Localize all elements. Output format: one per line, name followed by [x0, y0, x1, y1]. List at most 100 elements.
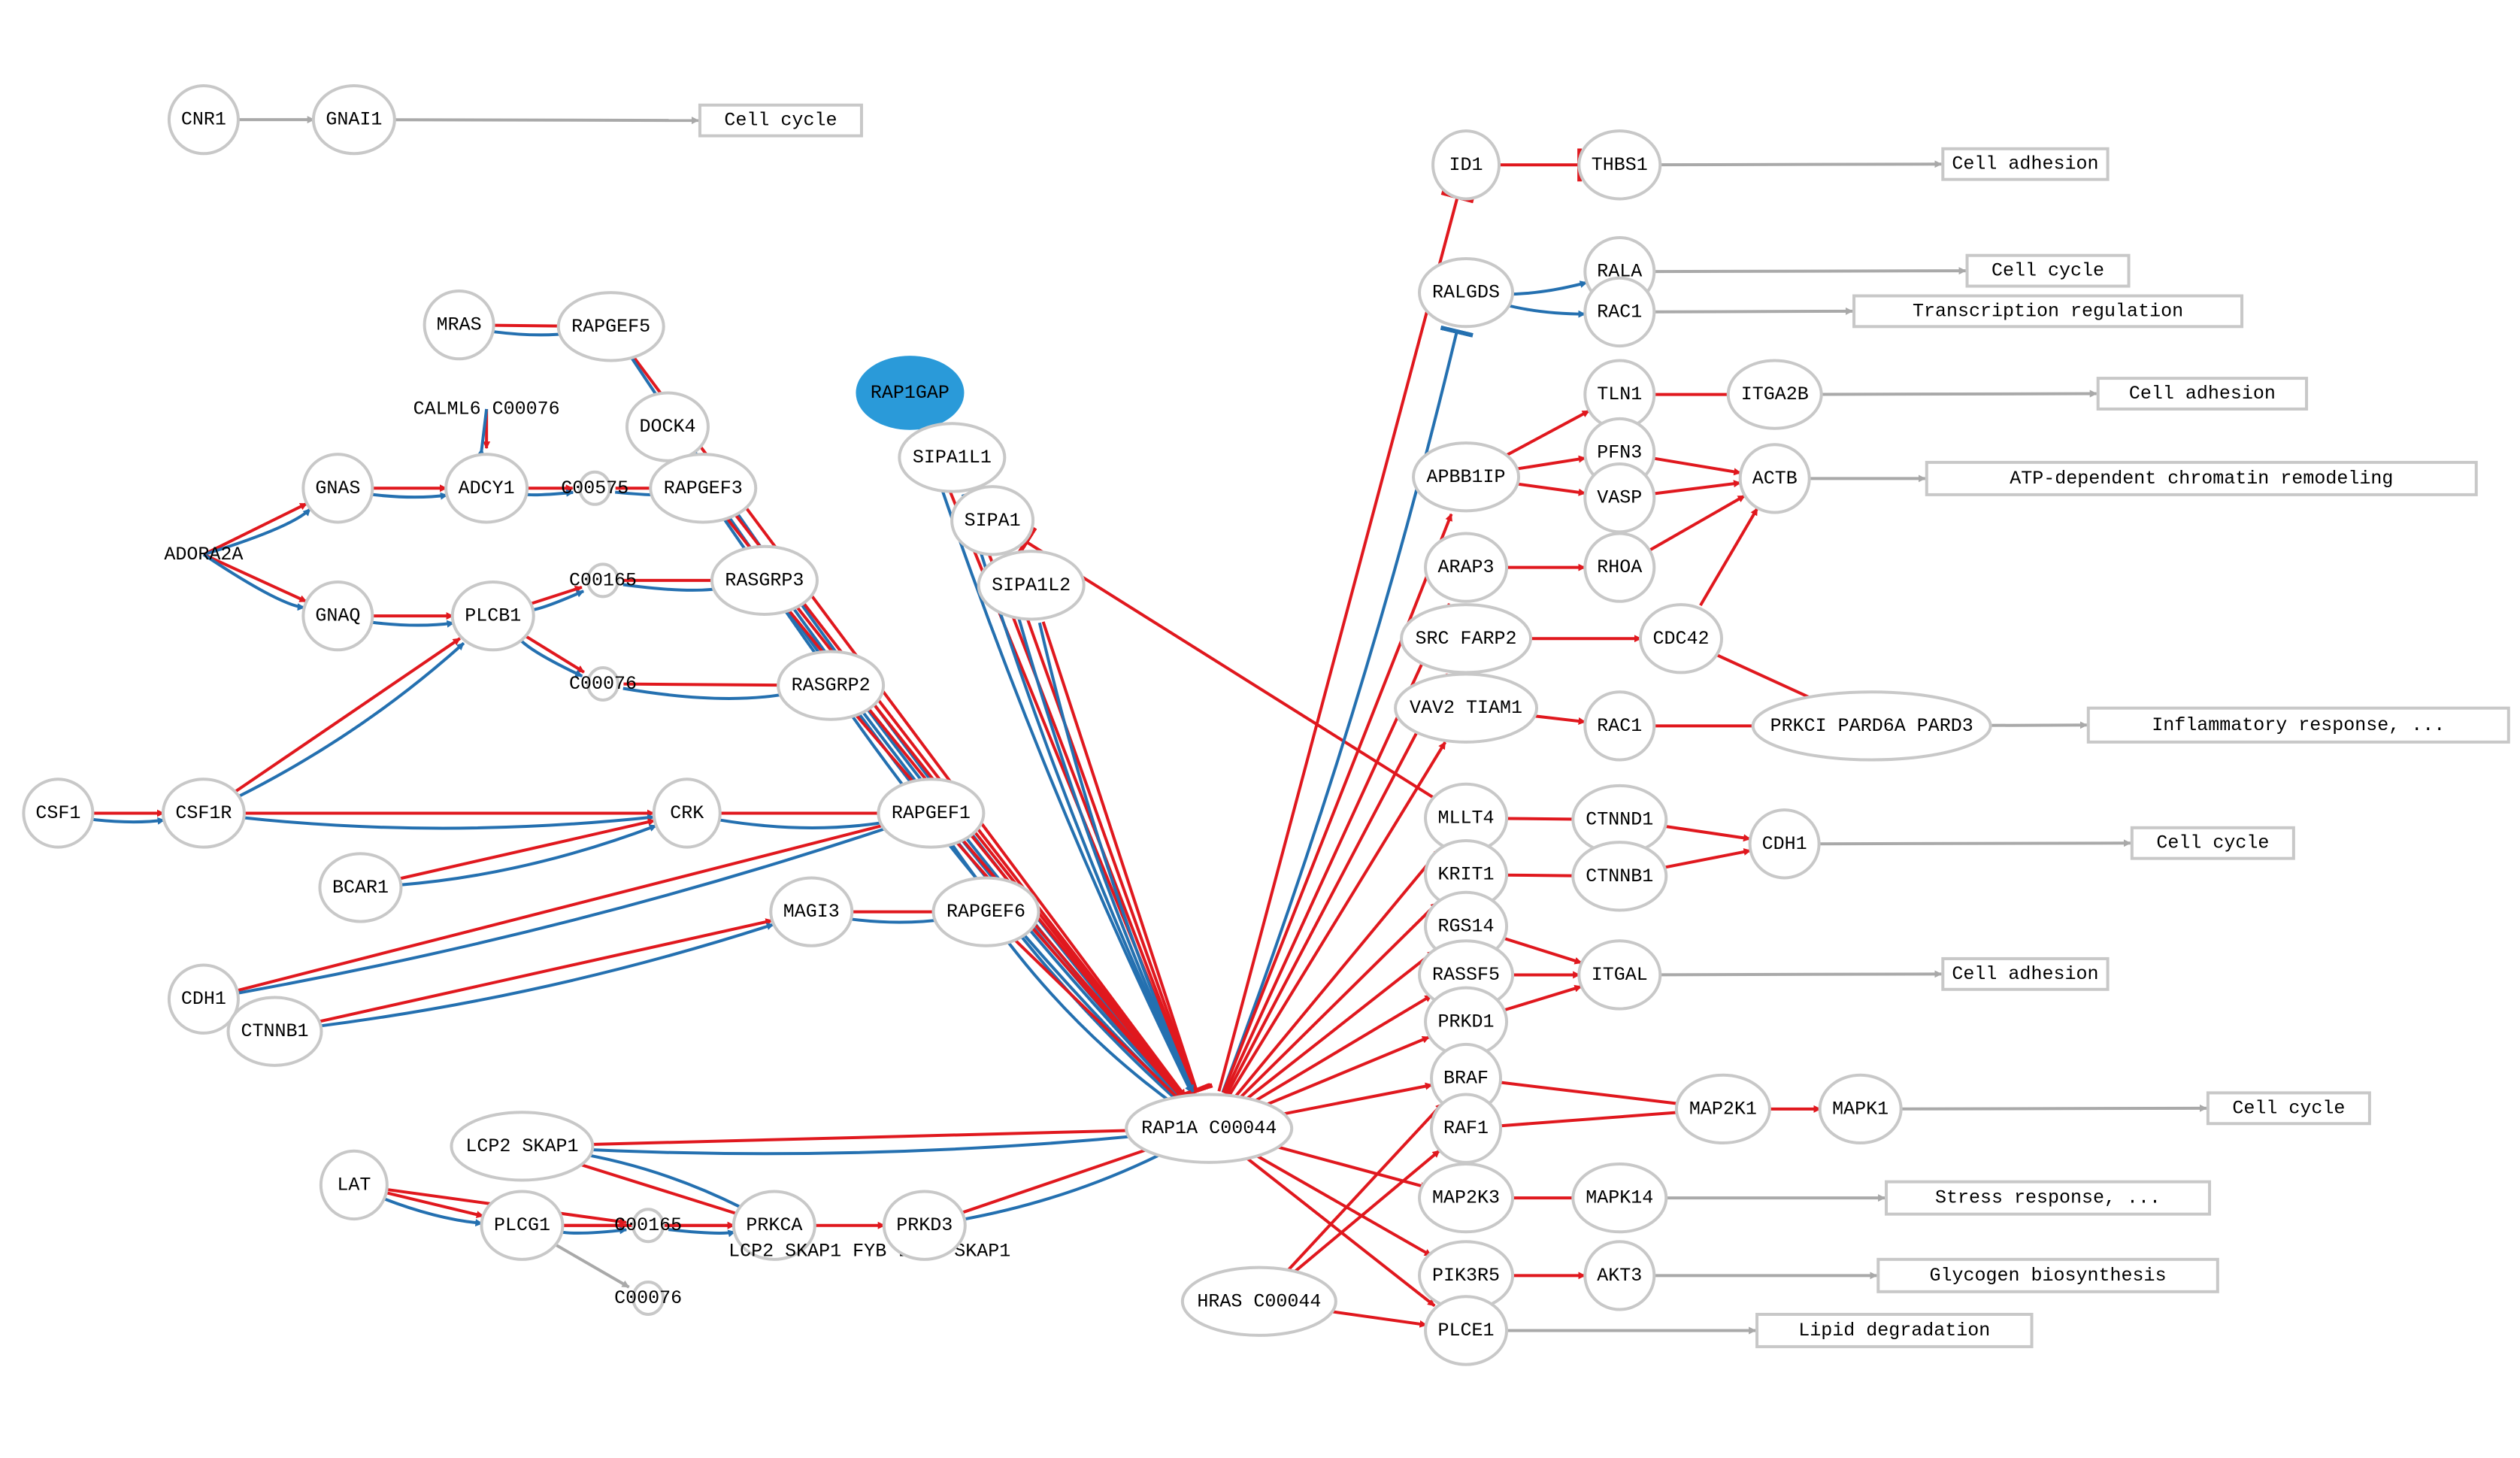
- pathway-node[interactable]: C00575: [561, 470, 628, 506]
- pathway-node[interactable]: CTNND1: [1571, 784, 1668, 856]
- edge-SIPA1-to-RAP1A: [1001, 557, 1194, 1093]
- pathway-node[interactable]: SRC FARP2: [1400, 603, 1533, 674]
- pathway-node[interactable]: CSF1R: [161, 777, 246, 849]
- node-ellipse: [1583, 276, 1656, 348]
- pathway-node[interactable]: CDH1: [167, 963, 240, 1035]
- pathway-node[interactable]: RAP1GAP: [856, 356, 965, 430]
- pathway-node[interactable]: RHOA: [1583, 532, 1656, 603]
- pathway-node[interactable]: RAPGEF1: [877, 777, 986, 849]
- pathway-node[interactable]: ID1: [1431, 129, 1501, 201]
- pathway-node[interactable]: CDH1: [1748, 808, 1821, 880]
- pathway-node[interactable]: ACTB: [1738, 443, 1811, 514]
- pathway-node[interactable]: RALGDS: [1418, 257, 1515, 329]
- node-label: SIPA1: [965, 510, 1021, 532]
- edge-APBB1IP-to-TLN1: [1499, 409, 1590, 460]
- pathway-node[interactable]: AKT3: [1583, 1240, 1656, 1311]
- pathway-node[interactable]: ADORA2A: [164, 544, 243, 565]
- process-box-label: Cell adhesion: [2129, 383, 2276, 405]
- pathway-node[interactable]: MAP2K1: [1674, 1073, 1771, 1145]
- pathway-node[interactable]: TLN1: [1583, 359, 1656, 430]
- pathway-node[interactable]: CDC42: [1639, 603, 1723, 674]
- pathway-node[interactable]: C00076: [614, 1280, 682, 1316]
- edge-LCP2a-to-RAP1A: [560, 1129, 1171, 1156]
- pathway-node[interactable]: RAP1A C00044: [1125, 1093, 1294, 1164]
- node-label: SIPA1L2: [992, 574, 1071, 596]
- pathway-node[interactable]: PLCB1: [450, 580, 535, 652]
- pathway-node[interactable]: THBS1: [1577, 129, 1662, 201]
- pathway-node[interactable]: RASSF5: [1418, 939, 1515, 1011]
- pathway-node[interactable]: SIPA1: [950, 485, 1035, 556]
- pathway-node[interactable]: VASP: [1583, 462, 1656, 534]
- pathway-node[interactable]: BRAF: [1430, 1042, 1503, 1114]
- edge-RAP1A-to-RALGDS: [1221, 325, 1474, 1093]
- pathway-node[interactable]: MLLT4: [1424, 782, 1509, 854]
- pathway-node[interactable]: RASGRP3: [710, 544, 819, 616]
- pathway-node[interactable]: RASGRP2: [777, 650, 886, 721]
- pathway-node[interactable]: PLCE1: [1424, 1295, 1509, 1366]
- pathway-node[interactable]: CSF1: [22, 777, 95, 849]
- pathway-node[interactable]: HRAS C00044: [1180, 1266, 1337, 1337]
- node-label: ARAP3: [1438, 556, 1495, 578]
- pathway-node[interactable]: C00076: [569, 665, 637, 702]
- pathway-node[interactable]: RAC1: [1583, 276, 1656, 348]
- pathway-node[interactable]: LAT: [319, 1149, 389, 1221]
- pathway-node[interactable]: PRKCI PARD6A PARD3: [1751, 690, 1992, 762]
- pathway-node[interactable]: MAGI3: [769, 876, 854, 947]
- pathway-node[interactable]: PRKCA: [731, 1190, 816, 1261]
- pathway-node[interactable]: ITGAL: [1577, 939, 1662, 1011]
- pathway-node[interactable]: KRIT1: [1424, 839, 1509, 911]
- node-ellipse: [318, 852, 403, 923]
- pathway-node[interactable]: MRAS: [423, 289, 495, 361]
- pathway-node[interactable]: CTNNB1: [226, 996, 323, 1067]
- pathway-node[interactable]: GNAI1: [311, 83, 396, 156]
- pathway-node[interactable]: ITGA2B: [1726, 359, 1823, 430]
- pathway-node[interactable]: RAF1: [1430, 1093, 1503, 1164]
- edge-ITGA2B-to-b_adh2: [1813, 390, 2097, 398]
- pathway-node[interactable]: LCP2 SKAP1: [450, 1111, 595, 1182]
- edge-RAP1A-to-SRC: [1225, 673, 1449, 1096]
- pathway-node[interactable]: PIK3R5: [1418, 1240, 1515, 1311]
- pathway-node[interactable]: DOCK4: [625, 391, 710, 462]
- pathway-node[interactable]: VAV2 TIAM1: [1394, 672, 1539, 744]
- edge-PRKD3-to-RAP1A: [962, 1146, 1175, 1221]
- node-ellipse: [22, 777, 95, 849]
- pathway-node[interactable]: SIPA1L1: [898, 422, 1007, 493]
- edge-LAT-to-PLCG1: [383, 1197, 483, 1227]
- pathway-node[interactable]: MAPK14: [1571, 1162, 1668, 1234]
- pathway-node[interactable]: C00165: [614, 1208, 682, 1244]
- pathway-node[interactable]: CTNNB1: [1571, 841, 1668, 912]
- edge-RAP1A-to-ID1: [1217, 190, 1474, 1092]
- pathway-node[interactable]: RAPGEF6: [931, 876, 1040, 947]
- pathway-node[interactable]: BCAR1: [318, 852, 403, 923]
- pathway-node[interactable]: ADCY1: [444, 453, 529, 524]
- pathway-node[interactable]: MAP2K3: [1418, 1162, 1515, 1234]
- pathway-node[interactable]: MAPK1: [1818, 1073, 1903, 1145]
- node-ellipse: [423, 289, 495, 361]
- node-ellipse: [632, 1208, 665, 1244]
- node-ellipse: [882, 1190, 967, 1261]
- edge-MLLT4-to-CTNND1: [1504, 815, 1581, 823]
- pathway-node[interactable]: RAC1: [1583, 690, 1656, 762]
- pathway-node[interactable]: RAPGEF5: [556, 291, 665, 362]
- pathway-node[interactable]: PLCG1: [480, 1190, 565, 1261]
- node-label: RAC1: [1597, 715, 1642, 737]
- process-box-frame: [1925, 460, 2478, 496]
- pathway-node[interactable]: RAPGEF3: [649, 453, 758, 524]
- process-box-frame: [2086, 706, 2510, 744]
- pathway-node[interactable]: APBB1IP: [1412, 441, 1521, 513]
- pathway-node[interactable]: GNAS: [301, 453, 374, 524]
- pathway-node[interactable]: CRK: [652, 777, 722, 849]
- pathway-node[interactable]: ARAP3: [1424, 532, 1509, 603]
- pathway-node[interactable]: CALML6 C00076: [413, 398, 560, 420]
- node-label: CSF1: [35, 802, 80, 824]
- node-label: BCAR1: [332, 877, 389, 899]
- node-ellipse: [301, 453, 374, 524]
- node-ellipse: [731, 1190, 816, 1261]
- process-box-label: Cell cycle: [2232, 1097, 2345, 1119]
- pathway-node[interactable]: SIPA1L2: [977, 550, 1086, 621]
- pathway-node[interactable]: GNAQ: [301, 580, 374, 652]
- pathway-node[interactable]: PRKD3: [882, 1190, 967, 1261]
- pathway-node[interactable]: CNR1: [167, 83, 240, 156]
- pathway-node[interactable]: C00165: [569, 562, 637, 599]
- pathway-node[interactable]: LCP2 SKAP1 FYB LCP2 SKAP1: [728, 1241, 1010, 1262]
